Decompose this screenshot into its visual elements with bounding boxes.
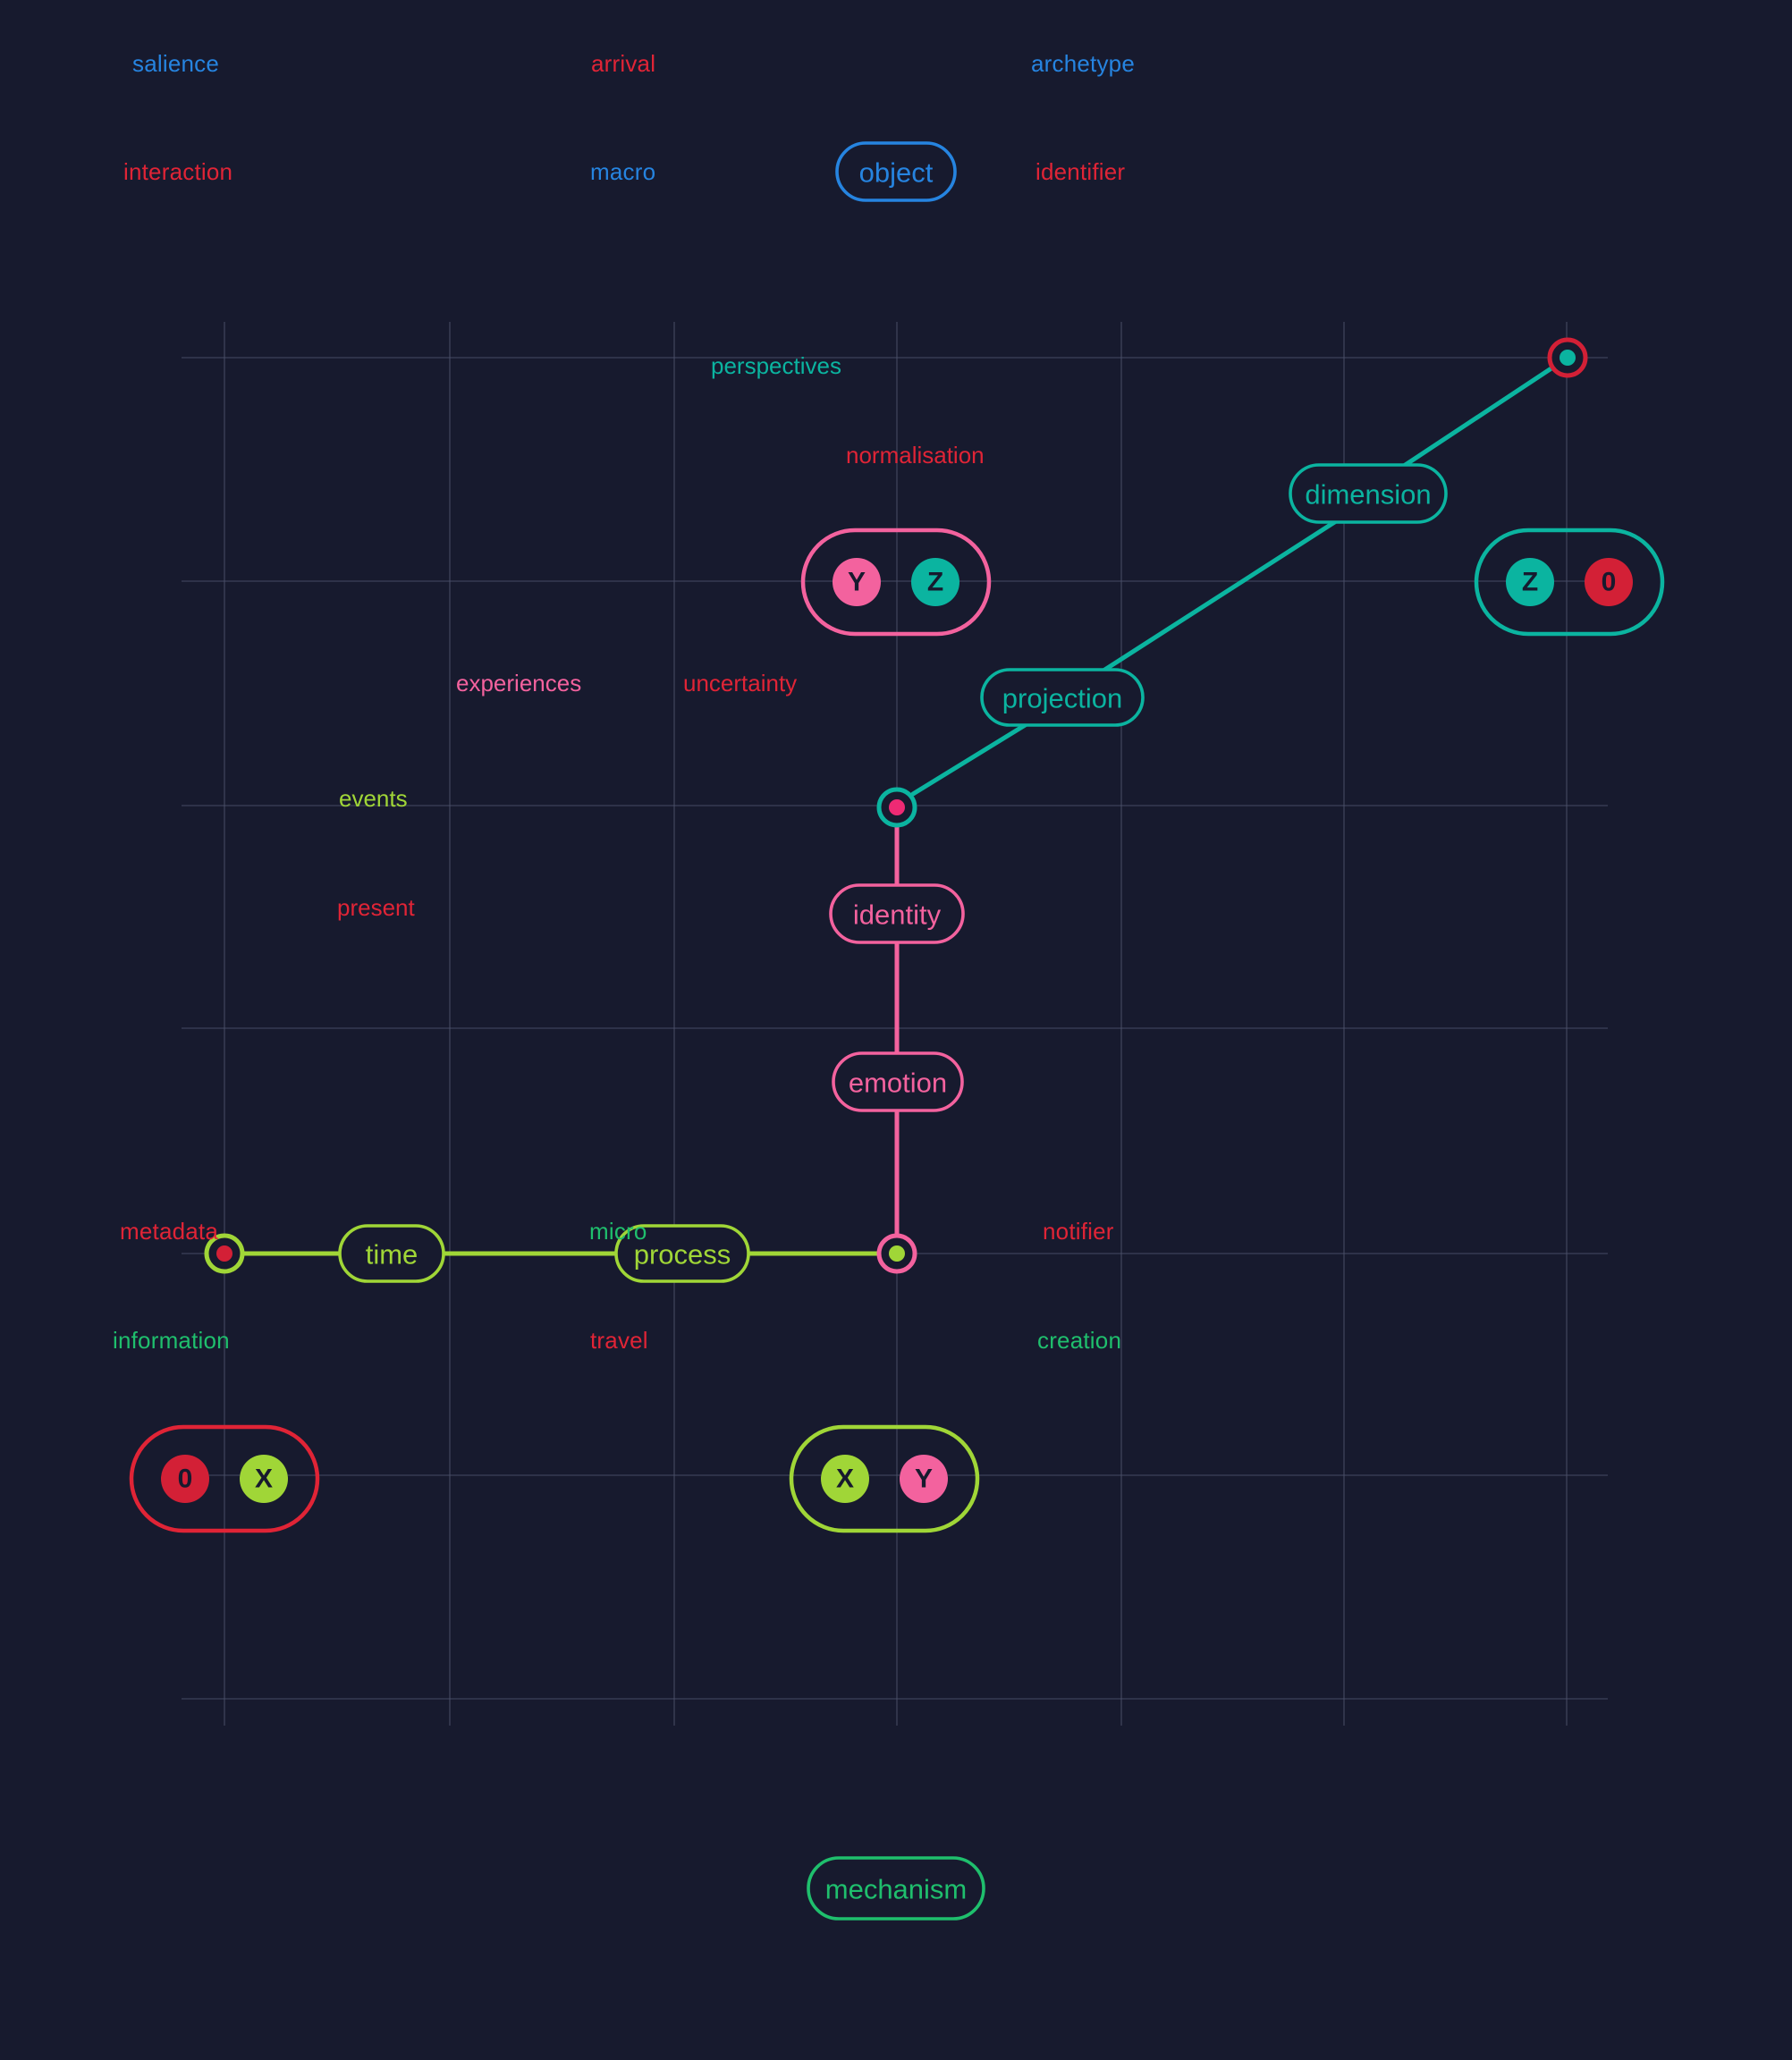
object-outline	[835, 141, 957, 202]
inner-label-present: present	[337, 894, 415, 921]
cluster-z0-outline	[1474, 528, 1665, 637]
edge-edge-dimension-lower	[1101, 519, 1339, 673]
process-node[interactable]: process	[614, 1224, 750, 1283]
cluster-z0-token-Z-label: Z	[1522, 568, 1538, 597]
object-node[interactable]: object	[835, 141, 957, 202]
corner-label-arrival: arrival	[591, 50, 656, 77]
junction-left-core	[216, 1245, 232, 1262]
mechanism-node[interactable]: mechanism	[807, 1856, 985, 1921]
cluster-xy-token-X-circle	[821, 1455, 869, 1503]
cluster-0x-outline	[129, 1424, 320, 1533]
junction-top-right-core	[1560, 350, 1576, 366]
corner-label-travel: travel	[590, 1327, 648, 1354]
cluster-xy-outline	[789, 1424, 980, 1533]
cluster-yz-token-Y-label: Y	[848, 568, 866, 597]
identity-node[interactable]: identity	[829, 883, 965, 944]
edge-edge-dimension-upper	[1401, 355, 1570, 469]
process-outline	[614, 1224, 750, 1283]
cluster-xy-token-X-label: X	[836, 1465, 854, 1494]
corner-label-creation: creation	[1037, 1327, 1122, 1354]
junction-cross-core	[889, 1245, 905, 1262]
dimension-label: dimension	[1305, 479, 1431, 511]
inner-label-perspectives: perspectives	[711, 352, 841, 379]
cluster-yz-token-Y-circle	[833, 558, 881, 606]
dimension-outline	[1289, 463, 1448, 524]
junction-top-right[interactable]	[1547, 337, 1588, 378]
cluster-z0-token-0-circle	[1585, 558, 1633, 606]
corner-label-archetype: archetype	[1031, 50, 1135, 77]
junction-left[interactable]	[204, 1233, 245, 1274]
cluster-0x-token-0-label: 0	[178, 1465, 193, 1494]
cluster-0x-token-X-label: X	[255, 1465, 273, 1494]
mechanism-label: mechanism	[825, 1874, 968, 1905]
corner-label-micro: micro	[589, 1218, 647, 1245]
time-node[interactable]: time	[338, 1224, 445, 1283]
projection-outline	[980, 668, 1145, 727]
projection-node[interactable]: projection	[980, 668, 1145, 727]
corner-label-information: information	[113, 1327, 230, 1354]
inner-label-experiences: experiences	[456, 670, 582, 697]
inner-label-normalisation: normalisation	[846, 442, 985, 469]
time-outline	[338, 1224, 445, 1283]
junction-cross[interactable]	[876, 1233, 917, 1274]
junction-center[interactable]	[876, 787, 917, 828]
edge-layer	[240, 355, 1570, 1256]
mechanism-outline	[807, 1856, 985, 1921]
identity-outline	[829, 883, 965, 944]
corner-label-interaction: interaction	[123, 158, 233, 185]
corner-label-identifier: identifier	[1035, 158, 1126, 185]
corner-label-salience: salience	[132, 50, 219, 77]
identity-label: identity	[853, 899, 942, 931]
cluster-0x-token-0-circle	[161, 1455, 209, 1503]
projection-label: projection	[1002, 683, 1122, 714]
inner-label-uncertainty: uncertainty	[683, 670, 798, 697]
junction-layer	[204, 337, 1588, 1274]
inner-label-events: events	[339, 785, 408, 812]
dimension-node[interactable]: dimension	[1289, 463, 1448, 524]
emotion-node[interactable]: emotion	[832, 1051, 964, 1112]
corner-label-metadata: metadata	[120, 1218, 219, 1245]
cluster-xy-token-Y-circle	[900, 1455, 948, 1503]
cluster-z0-token-0-label: 0	[1602, 568, 1617, 597]
emotion-label: emotion	[849, 1068, 947, 1099]
cluster-yz-token-Z-label: Z	[927, 568, 943, 597]
cluster-0x-token-X-circle	[240, 1455, 288, 1503]
node-layer: dimension projection identity emotion time pr…	[338, 141, 1448, 1921]
cluster-z0-token-Z-circle	[1506, 558, 1554, 606]
time-label: time	[366, 1239, 418, 1271]
corner-label-macro: macro	[590, 158, 656, 185]
process-label: process	[634, 1239, 731, 1271]
junction-center-core	[889, 799, 905, 815]
object-label: object	[859, 157, 934, 189]
cluster-yz-token-Z-circle	[911, 558, 959, 606]
corner-label-notifier: notifier	[1043, 1218, 1114, 1245]
cluster-yz-outline	[800, 528, 992, 637]
emotion-outline	[832, 1051, 964, 1112]
cluster-xy-token-Y-label: Y	[915, 1465, 933, 1494]
edge-edge-projection-lower	[910, 722, 1029, 797]
